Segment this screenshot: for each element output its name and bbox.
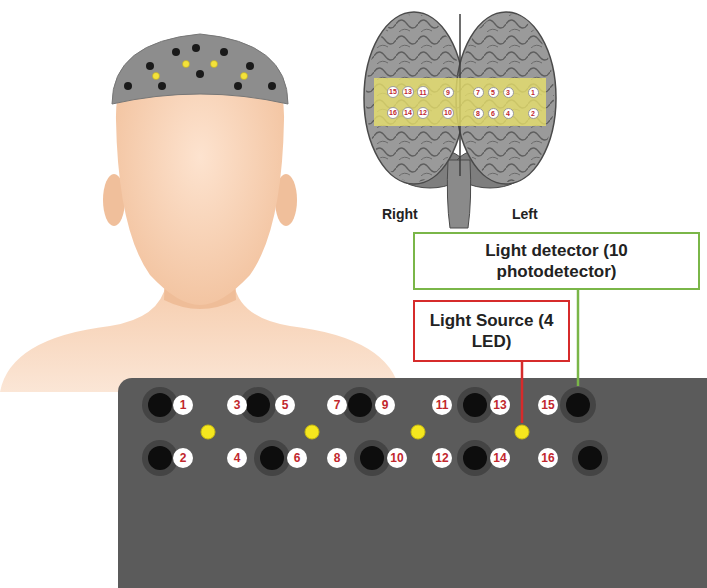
- channel-number: 6: [488, 108, 499, 119]
- callout-number: 5: [275, 395, 295, 415]
- channel-number: 3: [503, 87, 514, 98]
- probe-strip: [118, 378, 707, 588]
- node-text: 2: [180, 452, 187, 464]
- node-text: 7: [476, 89, 480, 96]
- side-label: Right: [382, 206, 418, 222]
- channel-number: 14: [402, 107, 414, 119]
- node-text: 9: [446, 89, 450, 96]
- channel-number: 15: [387, 86, 399, 98]
- side-label: Left: [512, 206, 538, 222]
- brain-figure: [364, 12, 556, 228]
- head-figure: [0, 34, 400, 392]
- channel-number: 16: [387, 107, 399, 119]
- node-text: 5: [491, 89, 495, 96]
- node-text: Light Source (4 LED): [425, 310, 558, 353]
- leader-line: [521, 362, 524, 423]
- node-text: 11: [419, 89, 426, 96]
- callout-number: 4: [227, 448, 247, 468]
- node-text: 4: [234, 452, 241, 464]
- node-text: 3: [234, 399, 241, 411]
- channel-number: 10: [442, 107, 454, 119]
- channel-number: 12: [417, 107, 429, 119]
- node-text: 8: [476, 110, 480, 117]
- channel-number: 4: [503, 108, 514, 119]
- node-text: 16: [389, 109, 397, 116]
- node-text: 6: [294, 452, 301, 464]
- node-text: 11: [436, 399, 449, 411]
- callout-number: 11: [432, 395, 452, 415]
- callout-number: 9: [375, 395, 395, 415]
- callout-number: 6: [287, 448, 307, 468]
- node-text: 16: [541, 452, 554, 464]
- callout-box: Light Source (4 LED): [413, 300, 570, 362]
- node-text: 1: [531, 89, 535, 96]
- channel-number: 5: [488, 87, 499, 98]
- node-text: Light detector (10 photodetector): [425, 240, 688, 283]
- leader-line: [577, 290, 580, 386]
- callout-box: Light detector (10 photodetector): [413, 232, 700, 290]
- node-text: 10: [444, 109, 452, 116]
- node-text: 12: [435, 452, 448, 464]
- node-text: 8: [334, 452, 341, 464]
- node-text: 4: [506, 110, 510, 117]
- node-text: 2: [531, 110, 535, 117]
- callout-number: 3: [227, 395, 247, 415]
- node-text: 10: [390, 452, 403, 464]
- node-text: 15: [541, 399, 554, 411]
- channel-number: 11: [417, 86, 428, 97]
- callout-number: 7: [327, 395, 347, 415]
- node-text: 5: [282, 399, 289, 411]
- channel-number: 1: [528, 87, 539, 98]
- callout-number: 1: [173, 395, 193, 415]
- channel-number: 13: [402, 86, 414, 98]
- channel-number: 2: [528, 108, 539, 119]
- node-text: 3: [506, 89, 510, 96]
- callout-number: 2: [173, 448, 193, 468]
- node-text: 1: [180, 399, 187, 411]
- node-text: 9: [382, 399, 389, 411]
- node-text: 12: [419, 109, 427, 116]
- node-text: 7: [334, 399, 341, 411]
- channel-number: 7: [473, 87, 484, 98]
- node-text: 13: [493, 399, 506, 411]
- callout-number: 8: [327, 448, 347, 468]
- node-text: 6: [491, 110, 495, 117]
- node-text: 13: [404, 88, 412, 95]
- node-text: 14: [404, 109, 412, 116]
- node-text: 14: [493, 452, 506, 464]
- channel-number: 9: [443, 87, 454, 98]
- node-text: 15: [389, 88, 397, 95]
- channel-number: 8: [473, 108, 484, 119]
